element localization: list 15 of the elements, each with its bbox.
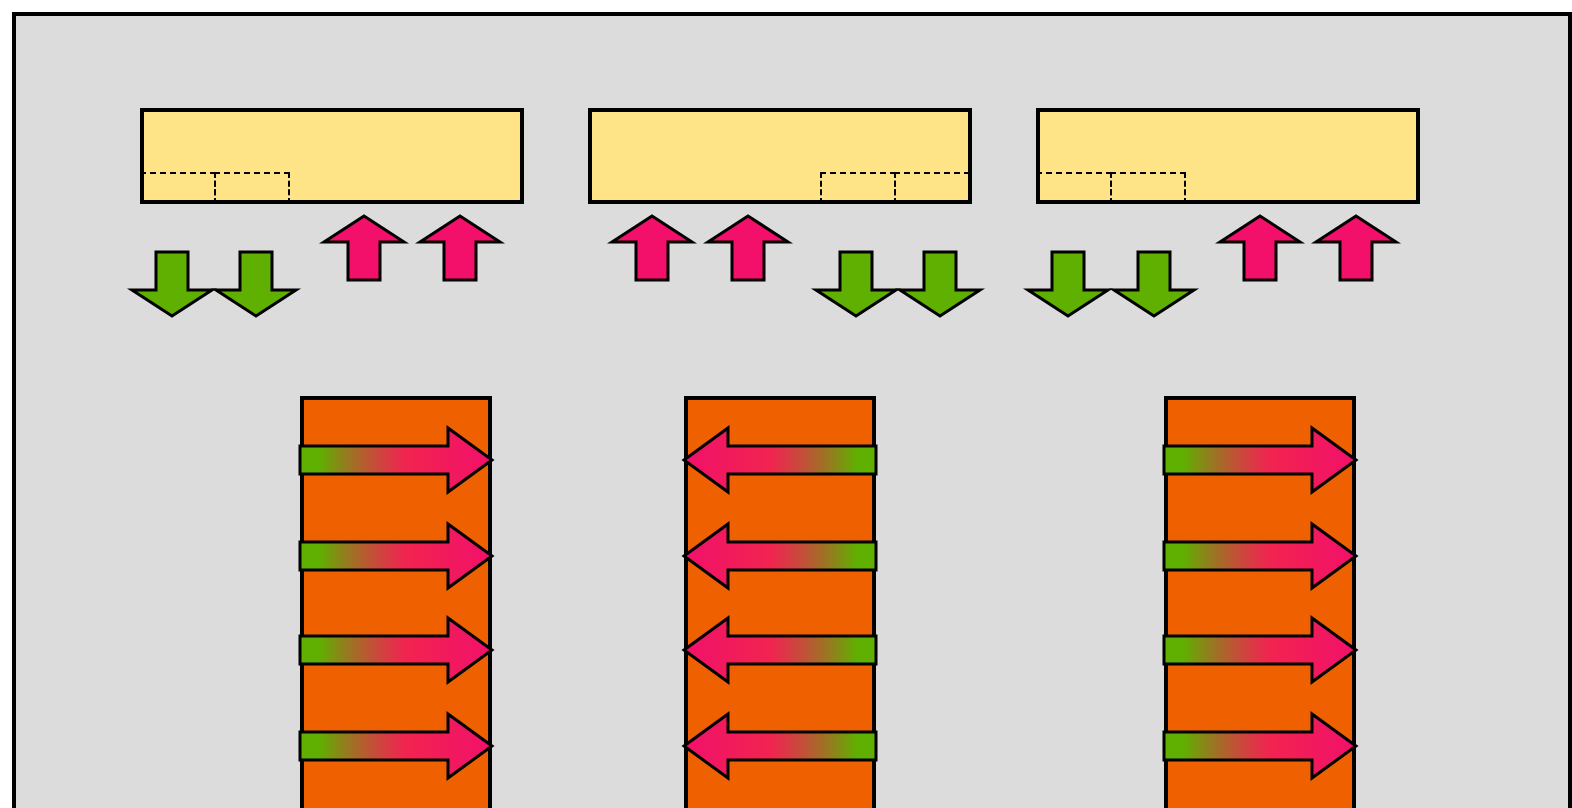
module-box bbox=[1036, 108, 1420, 204]
block-arrow bbox=[810, 250, 902, 318]
block-arrow bbox=[606, 214, 698, 282]
block-arrow bbox=[126, 250, 218, 318]
module-box bbox=[140, 108, 524, 204]
block-arrow bbox=[414, 214, 506, 282]
block-arrow bbox=[1214, 214, 1306, 282]
block-arrow bbox=[1108, 250, 1200, 318]
block-arrow bbox=[318, 214, 410, 282]
block-arrow bbox=[210, 250, 302, 318]
block-arrow bbox=[1310, 214, 1402, 282]
block-arrow bbox=[1022, 250, 1114, 318]
block-arrow bbox=[894, 250, 986, 318]
module-box bbox=[588, 108, 972, 204]
block-arrow bbox=[702, 214, 794, 282]
